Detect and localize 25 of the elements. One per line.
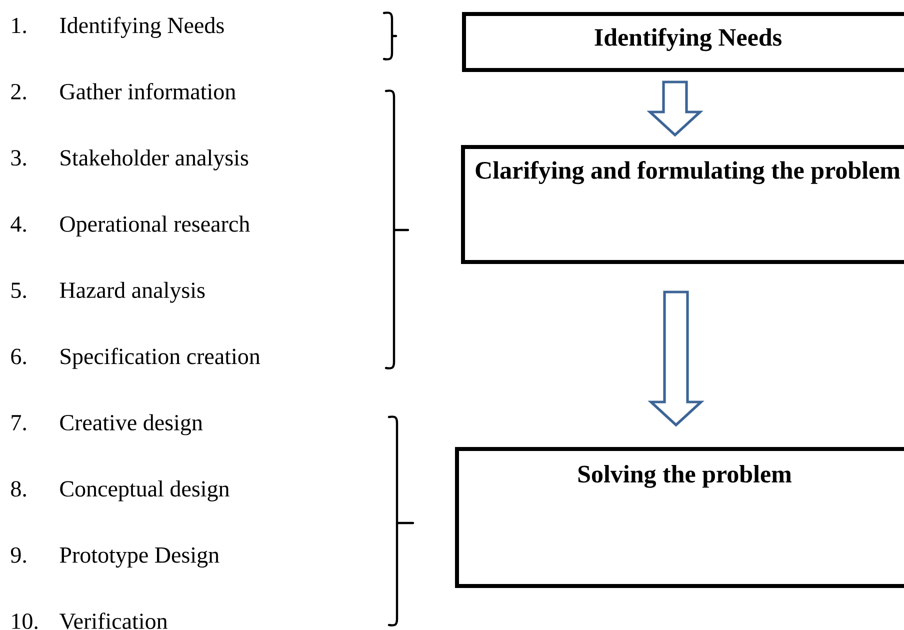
process-box: Solving the problem	[455, 447, 904, 588]
list-number: 5.	[12, 282, 26, 298]
list-number: 2.	[11, 84, 26, 100]
list-item: Operational research	[60, 216, 250, 236]
list-item: Verification	[59, 612, 168, 630]
list-number: 9.	[10, 547, 26, 563]
list-item: Creative design	[60, 414, 203, 436]
block-arrow	[646, 80, 704, 137]
block-arrow	[648, 290, 704, 427]
list-item: Specification creation	[60, 348, 260, 369]
list-number: 7.	[12, 415, 26, 431]
list-item: Prototype Design	[60, 547, 220, 568]
list-number: 10.	[12, 614, 38, 630]
list-item: Hazard analysis	[60, 282, 205, 303]
process-box: Identifying Needs	[462, 12, 904, 72]
list-item: Identifying Needs	[60, 16, 224, 38]
list-item: Conceptual design	[60, 480, 230, 502]
list-number: 4.	[10, 216, 26, 232]
list-number: 1.	[12, 18, 26, 34]
list-number: 8.	[11, 481, 26, 497]
list-number: 3.	[11, 150, 26, 166]
list-item: Gather information	[60, 83, 236, 100]
process-box: Clarifying and formulating the problem	[461, 145, 904, 264]
list-number: 6.	[11, 348, 26, 364]
list-item: Stakeholder analysis	[60, 149, 248, 170]
